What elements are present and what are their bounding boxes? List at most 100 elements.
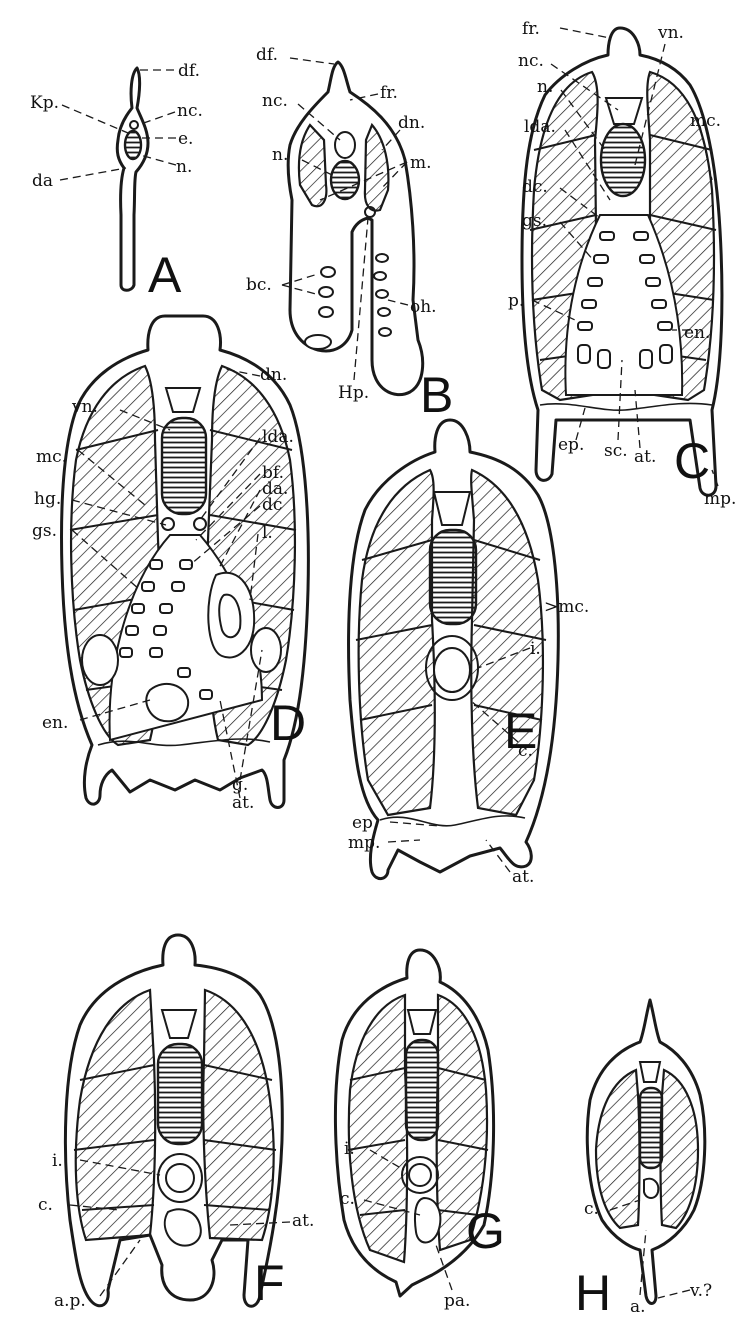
figure-d-label-l: l. [262,523,273,543]
figure-d-label-hg: hg. [34,489,61,509]
figure-c-label-fr: fr. [522,19,540,39]
figure-g-label-pa: pa. [444,1291,470,1311]
figure-f-notochord [158,1044,202,1144]
figure-d-label-vn: vn. [71,397,98,417]
figure-b-label-dn: dn. [398,113,425,133]
figure-a-label-df: df. [178,61,200,81]
figure-a: df. Kp. nc. e. n. da A [30,61,203,303]
figure-e: >mc. i. c. ep. mp. at. E [348,420,589,887]
figure-h-muscle-left [596,1070,640,1228]
figure-f: i. c. at. a.p. F [38,935,314,1311]
figure-g-nerve-cord [408,1010,436,1034]
figure-f-letter: F [254,1255,285,1311]
figure-e-nerve-cord [434,492,470,525]
figure-g-muscle-left [349,995,407,1262]
figure-a-nerve-cord [130,121,138,129]
figure-c-label-mp: mp. [704,489,736,509]
figure-c-epipleura [540,403,712,410]
figure-a-label-da: da [32,171,53,191]
figure-c-label-n: n. [537,77,553,97]
figure-b-label-fr: fr. [380,83,398,103]
figure-b-label-m: m. [410,153,432,173]
figure-e-label-mp: mp. [348,833,380,853]
figure-b-nerve-cord [335,132,355,158]
figure-f-label-i: i. [52,1151,63,1171]
figure-b-label-n: n. [272,145,288,165]
figure-c-nerve-cord [606,98,642,124]
figure-c-label-lda: lda. [524,117,556,137]
figure-e-label-mc: >mc. [544,597,589,617]
figure-c-label-ep: ep. [558,435,584,455]
figure-c-label-mc: mc. [690,111,721,131]
figure-e-label-at: at. [512,867,534,887]
figure-g-atriopore [415,1198,440,1243]
figure-e-letter: E [504,703,537,759]
figure-b-label-df: df. [256,45,278,65]
figure-d-endostyle [146,684,188,721]
figure-g-notochord [406,1040,438,1140]
figure-h-label-v: v.? [689,1281,712,1301]
figure-a-label-n: n. [176,157,192,177]
figure-g: i. c. pa. G [335,950,504,1311]
figure-b-label-bc: bc. [246,275,272,295]
figure-d-nerve-cord [166,388,200,412]
figure-b-label-hp: Hp. [338,383,369,403]
figure-a-label-nc: nc. [177,101,203,121]
figure-b-muscle-right [365,125,389,211]
figure-d-letter: D [270,695,306,751]
figure-b-muscle-left [299,125,326,206]
figure-c: fr. vn. nc. n. lda. mc. dc. gs. p. en. e… [508,19,736,509]
figure-c-label-gs: gs. [522,211,547,231]
figure-h-label-a: a. [630,1297,646,1317]
figure-a-notochord [125,131,141,159]
figure-d-label-lda: lda. [262,427,294,447]
figure-h-label-c: c. [584,1199,599,1219]
figure-d-gonad-right [251,628,281,672]
figure-e-intestine [434,648,470,692]
figure-c-label-dc: dc. [522,177,548,197]
figure-g-intestine [409,1164,431,1186]
figure-d-label-dn: dn. [260,365,287,385]
figure-g-letter: G [466,1203,505,1259]
figure-b-letter: B [420,367,453,423]
figure-h: c. a. v.? H [575,1000,712,1321]
figure-f-label-at: at. [292,1211,314,1231]
figure-c-label-at: at. [634,447,656,467]
figure-e-label-i: i. [530,639,541,659]
figure-d-label-dc: dc [262,495,282,515]
figure-d-label-en: en. [42,713,68,733]
figure-d-label-g: g. [232,775,248,795]
figure-d-label-gs: gs. [32,521,57,541]
figure-h-muscle-right [661,1070,699,1228]
figure-c-label-p: p. [508,291,524,311]
figure-h-nerve-cord [640,1062,660,1082]
figure-f-label-c: c. [38,1195,53,1215]
figure-f-intestine [166,1164,194,1192]
figure-e-label-ep: ep. [352,813,378,833]
figure-b-label-oh: oh. [410,297,437,317]
figure-a-label-kp: Kp. [30,93,59,113]
figure-e-epipleura [380,816,525,826]
figure-f-muscle-left [76,990,155,1240]
figure-c-label-en: en. [684,323,710,343]
figure-g-label-c: c. [340,1189,355,1209]
figure-a-letter: A [148,247,182,303]
figure-g-label-i: i. [344,1139,355,1159]
figure-f-muscle-right [203,990,273,1240]
figure-f-atrium [165,1209,201,1245]
figure-f-label-ap: a.p. [54,1291,86,1311]
figure-a-body-outline [117,68,148,290]
figure-h-letter: H [575,1265,611,1321]
figure-c-label-sc: sc. [604,441,628,461]
figure-e-notochord [430,530,476,624]
figure-d-gonad-left [82,635,118,685]
figure-e-muscle-left [359,470,435,815]
figure-d-notochord [162,418,206,514]
figure-f-nerve-cord [162,1010,196,1038]
figure-d-label-at: at. [232,793,254,813]
figure-h-notochord [640,1088,662,1168]
figure-b-gill-slits [305,254,391,349]
figure-h-intestine [644,1179,658,1198]
figure-d: vn. dn. mc. lda. hg. bf. da. dc gs. l. e… [32,316,308,813]
